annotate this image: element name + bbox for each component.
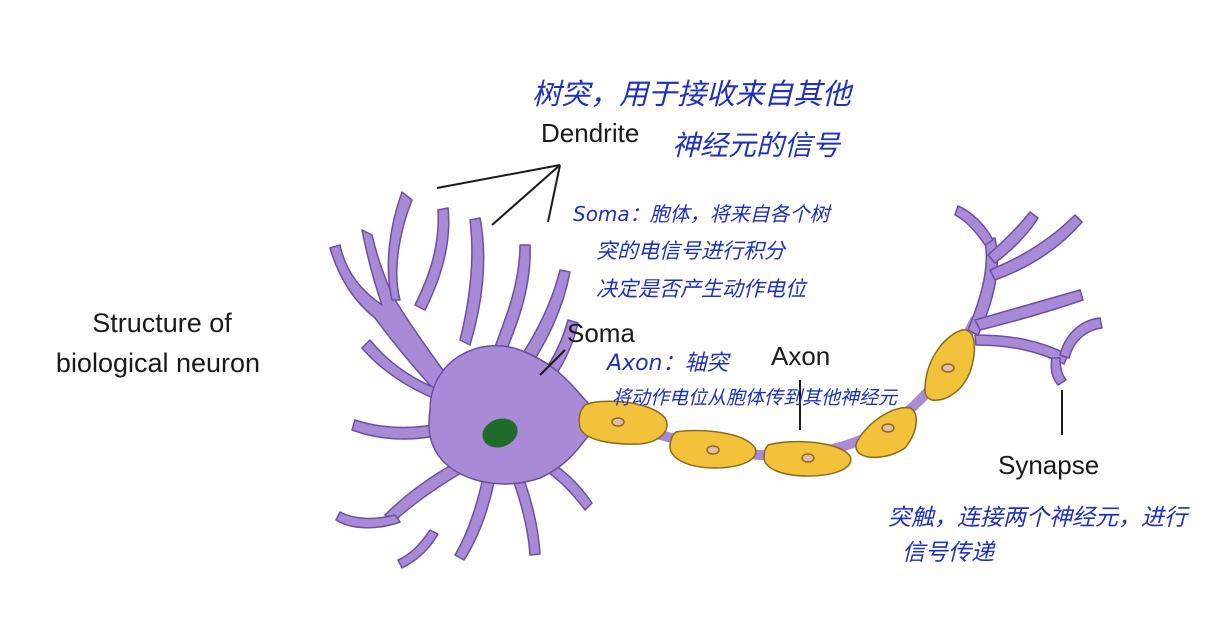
myelin-sheath	[578, 329, 976, 477]
annotation-dendrite-2: 神经元的信号	[672, 129, 842, 162]
annotation-synapse-2: 信号传递	[902, 540, 996, 566]
node-of-myelin	[706, 445, 720, 455]
node-of-myelin	[801, 453, 815, 463]
annotation-axon-2: 将动作电位从胞体传到其他神经元	[612, 387, 899, 409]
leader-lines	[436, 164, 1063, 435]
annotation-axon-1: Axon：轴突	[605, 351, 731, 376]
dendrite-leader	[547, 164, 561, 223]
myelin-segment	[924, 329, 976, 401]
soma	[428, 345, 601, 485]
dendrite-leader	[491, 164, 561, 226]
label-dendrite: Dendrite	[541, 118, 639, 148]
node-of-myelin	[941, 363, 955, 373]
title-line-1: Structure of	[92, 308, 232, 338]
myelin-segment	[578, 400, 668, 445]
nucleus	[482, 418, 518, 448]
myelin-segment	[763, 440, 852, 477]
node-of-myelin	[611, 417, 625, 427]
label-soma: Soma	[567, 318, 635, 348]
dendrite-leader	[436, 164, 561, 189]
myelin-segment	[669, 429, 757, 469]
axon-terminals	[954, 205, 1103, 386]
annotation-soma-1: Soma：胞体，将来自各个树	[573, 202, 833, 226]
myelin-segment	[855, 406, 917, 459]
annotation-soma-2: 突的电信号进行积分	[596, 239, 787, 263]
node-of-myelin	[881, 423, 895, 433]
annotation-soma-3: 决定是否产生动作电位	[596, 277, 808, 301]
title-line-2: biological neuron	[56, 348, 260, 378]
soma-leader	[539, 349, 566, 376]
label-axon: Axon	[771, 341, 830, 371]
annotation-dendrite-1: 树突，用于接收来自其他	[532, 77, 854, 111]
label-synapse: Synapse	[998, 450, 1099, 480]
annotation-synapse-1: 突触，连接两个神经元，进行	[888, 505, 1190, 531]
